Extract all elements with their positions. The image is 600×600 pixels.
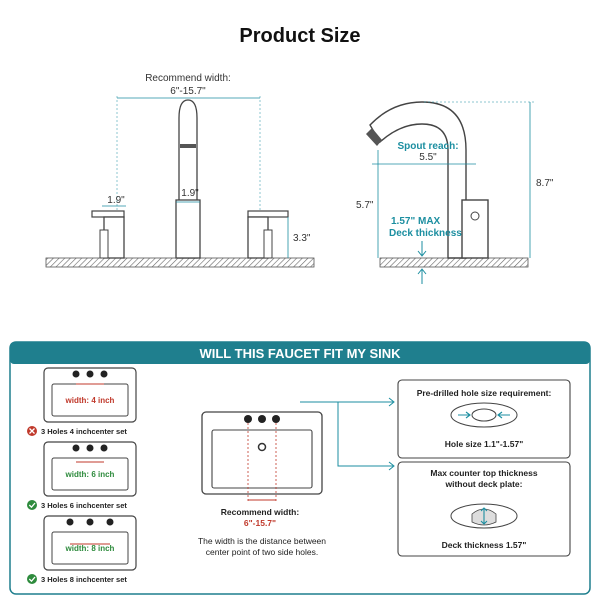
sink-option-4-inch: width: 4 inch 3 Holes 4 inchcenter set [27, 367, 137, 436]
center-sink-hole [272, 415, 280, 423]
spout-height-label: 5.7" [356, 200, 374, 211]
fit-check-icon [27, 500, 37, 510]
deck-max-label: 1.57" MAX [391, 216, 441, 227]
right-handle-lever [247, 210, 289, 218]
sink-basin [51, 531, 129, 565]
side-deck-surface [379, 257, 529, 268]
spout-reach-value: 5.5" [419, 152, 437, 163]
faucet-front-view: Recommend width: 6"-15.7" 1.9" 1.9" 3.3" [45, 73, 315, 268]
deck-surface [45, 257, 315, 268]
counter-box-title-line1: Max counter top thickness [430, 468, 537, 478]
counter-box-title-line2: without deck plate: [445, 479, 523, 489]
sink-hole [72, 444, 80, 452]
faucet-side-view: Spout reach: 5.5" 8.7" 5.7" 1.57" MAX De… [356, 101, 554, 284]
right-handle-base [263, 229, 273, 259]
side-base [461, 199, 489, 259]
spout-reach-label: Spout reach: [397, 141, 458, 152]
hole-arrow-left [458, 411, 471, 419]
page-title: Product Size [239, 25, 360, 47]
fit-check-icon-mark [28, 502, 36, 509]
connector-arrow-head [388, 461, 395, 471]
counter-thickness-box: Max counter top thickness without deck p… [397, 461, 571, 557]
center-recommend-label: Recommend width: [221, 507, 300, 517]
width-label: width: 6 inch [65, 470, 115, 479]
fit-check-icon-mark [28, 576, 36, 583]
handle-width-label: 1.9" [107, 195, 125, 206]
sink-hole [86, 444, 94, 452]
center-sink-diagram: Recommend width: 6"-15.7" The width is t… [198, 411, 326, 557]
sink-option-8-inch: width: 8 inch 3 Holes 8 inchcenter set [27, 515, 137, 584]
hole-inner-ellipse [471, 408, 497, 422]
connector-arrow-head [388, 397, 395, 407]
spout-aerator [180, 144, 196, 148]
deck-thickness-label: Deck thickness [389, 228, 462, 239]
spout-tip [366, 128, 382, 146]
handle-height-label: 3.3" [293, 233, 311, 244]
hole-box-value: Hole size 1.1"-1.57" [445, 439, 523, 449]
spout-side [369, 101, 467, 259]
center-note-line2: center point of two side holes. [206, 547, 318, 557]
center-sink-hole [244, 415, 252, 423]
total-height-label: 8.7" [536, 178, 554, 189]
sink-option-6-inch: width: 6 inch 3 Holes 6 inchcenter set [27, 441, 137, 510]
center-note-line1: The width is the distance between [198, 536, 326, 546]
sink-hole [86, 370, 94, 378]
fit-check-icon [27, 574, 37, 584]
hole-arrow-right [497, 411, 510, 419]
sink-hole [86, 518, 94, 526]
fit-banner-text: WILL THIS FAUCET FIT MY SINK [199, 346, 401, 361]
deck-arrow-top-head [417, 250, 427, 257]
sink-hole [106, 518, 114, 526]
spout-base-width-label: 1.9" [181, 188, 199, 199]
sink-basin [51, 457, 129, 491]
left-handle-base [99, 229, 109, 259]
hole-size-box: Pre-drilled hole size requirement: Hole … [397, 379, 571, 459]
sink-hole [72, 370, 80, 378]
width-label: width: 8 inch [65, 544, 115, 553]
recommend-width-label: Recommend width: [145, 73, 231, 84]
sink-hole [66, 518, 74, 526]
drain-icon [257, 442, 267, 452]
deck-arrow-bottom-head [417, 268, 427, 275]
counter-box-value: Deck thickness 1.57" [442, 540, 527, 550]
option-caption: 3 Holes 6 inchcenter set [41, 501, 127, 510]
counter-arrow [480, 507, 488, 525]
no-fit-icon-cross [29, 428, 35, 434]
hole-box-title: Pre-drilled hole size requirement: [417, 388, 552, 398]
center-sink-basin [211, 429, 313, 489]
center-recommend-range: 6"-15.7" [244, 518, 276, 528]
option-caption: 3 Holes 4 inchcenter set [41, 427, 127, 436]
center-sink-hole [258, 415, 266, 423]
width-label: width: 4 inch [65, 396, 115, 405]
fit-banner [10, 342, 590, 364]
side-base-screw [470, 211, 480, 221]
sink-hole [100, 370, 108, 378]
connector-to-counter-box [337, 402, 393, 467]
option-caption: 3 Holes 8 inchcenter set [41, 575, 127, 584]
left-handle-lever [91, 210, 125, 218]
spout-base [175, 199, 201, 259]
sink-hole [100, 444, 108, 452]
recommend-width-range: 6"-15.7" [170, 86, 206, 97]
